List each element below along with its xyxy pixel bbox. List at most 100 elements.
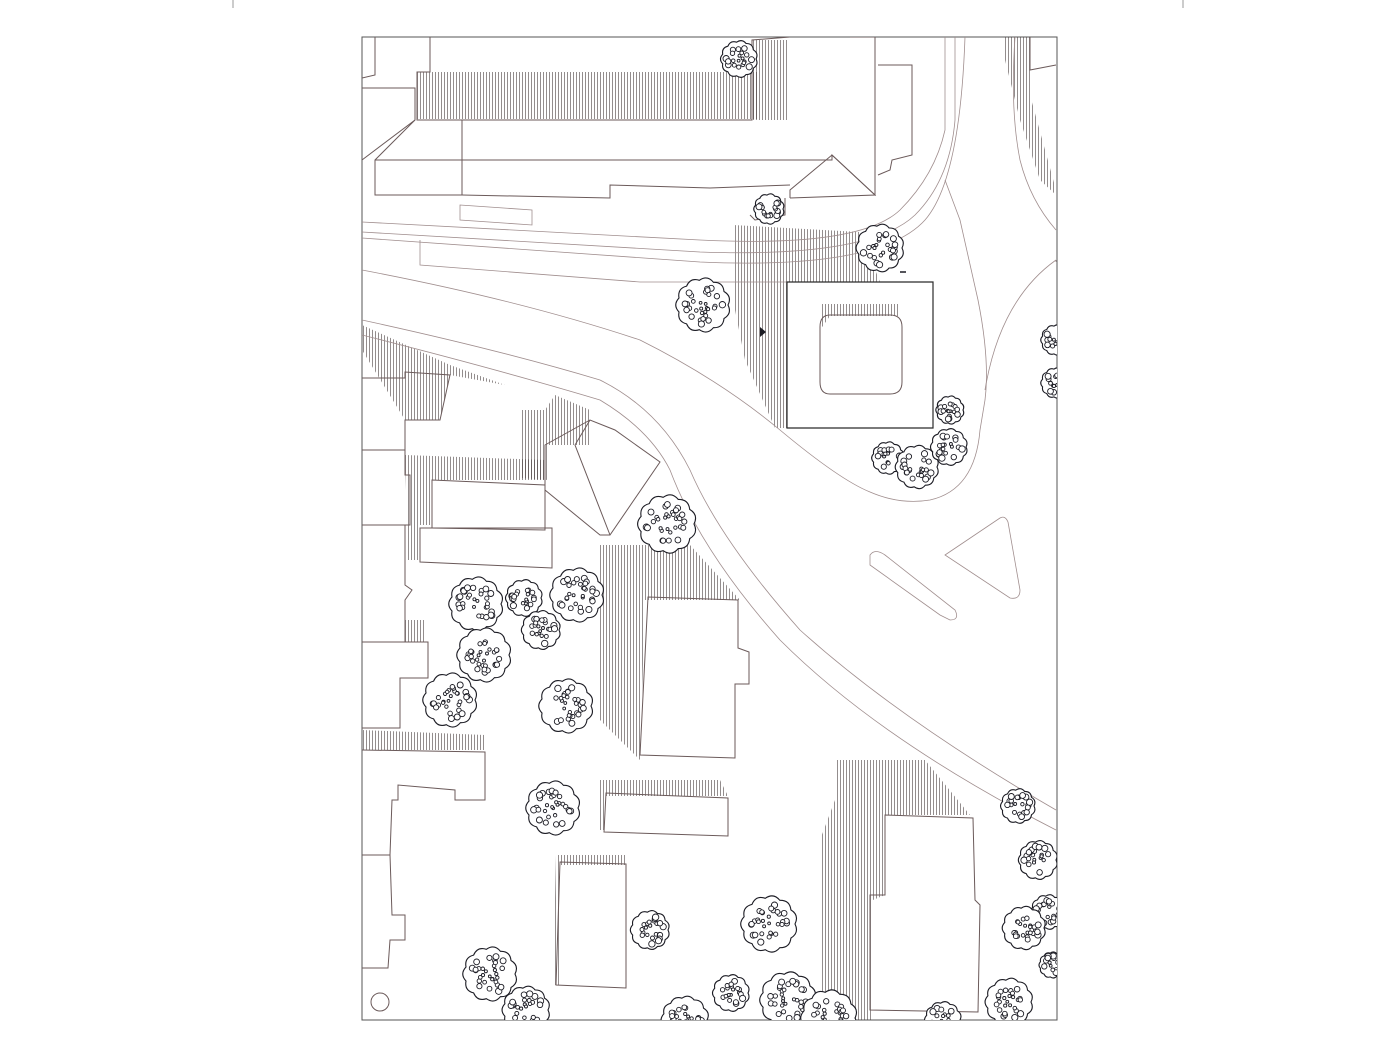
tree-leaf-mark: [1062, 382, 1067, 387]
tree-leaf-mark: [679, 511, 686, 518]
tree-leaf-mark: [1044, 954, 1052, 962]
tree-leaf-mark: [463, 693, 470, 701]
tree-leaf-mark: [541, 626, 545, 630]
tree-leaf-mark: [469, 584, 477, 592]
tree-leaf-mark: [580, 704, 587, 712]
tree-leaf-mark: [493, 647, 500, 653]
shadow-angled-building: [520, 395, 590, 480]
tree-leaf-mark: [686, 1014, 691, 1019]
tree-leaf-mark: [780, 909, 788, 917]
tree-symbol: [1040, 324, 1069, 356]
tree-leaf-mark: [539, 617, 545, 623]
tree-leaf-mark: [675, 1028, 680, 1033]
tree-leaf-mark: [785, 1014, 793, 1020]
tree-leaf-mark: [1061, 343, 1067, 349]
kiosk-building-outer: [786, 281, 934, 429]
tree-symbol: [1038, 951, 1057, 979]
tree-leaf-mark: [756, 919, 761, 925]
tree-leaf-mark: [492, 960, 498, 966]
tree-leaf-mark: [515, 1004, 520, 1010]
tree-leaf-mark: [1012, 1005, 1018, 1011]
building-southwest-1: [362, 749, 486, 856]
tree-leaf-mark: [922, 475, 930, 483]
tree-leaf-mark: [648, 940, 656, 948]
tree-leaf-mark: [1015, 919, 1021, 925]
tree-leaf-mark: [474, 657, 480, 662]
tree-leaf-mark: [554, 800, 559, 805]
tree-leaf-mark: [694, 308, 699, 313]
tree-leaf-mark: [828, 1019, 831, 1020]
tree-symbol: [422, 672, 478, 728]
tree-leaf-mark: [812, 1001, 820, 1009]
tree-symbol: [711, 974, 750, 1012]
tree-leaf-mark: [527, 601, 534, 608]
tree-leaf-mark: [958, 445, 966, 453]
tree-leaf-mark: [468, 648, 474, 655]
tree-leaf-mark: [487, 974, 492, 979]
shadow-northeast: [1003, 37, 1056, 195]
tree-leaf-mark: [781, 987, 787, 993]
tree-leaf-mark: [789, 977, 797, 985]
tree-leaf-mark: [937, 1025, 941, 1029]
tree-leaf-mark: [751, 931, 759, 939]
tree-leaf-mark: [1047, 336, 1053, 342]
tree-symbol: [637, 494, 697, 554]
tree-leaf-mark: [685, 289, 693, 297]
tree-leaf-mark: [654, 937, 663, 945]
tree-leaf-mark: [817, 1027, 822, 1032]
tree-leaf-mark: [866, 244, 872, 251]
tree-leaf-mark: [1035, 843, 1043, 851]
tree-leaf-mark: [495, 975, 500, 980]
tree-leaf-mark: [651, 913, 660, 921]
tree-leaf-mark: [658, 526, 663, 531]
tree-leaf-mark: [1043, 330, 1051, 338]
building-south-small: [603, 792, 729, 837]
tree-crown: [456, 627, 512, 683]
tree-leaf-mark: [727, 997, 733, 1003]
tree-leaf-mark: [1063, 335, 1069, 341]
tree-leaf-mark: [905, 453, 913, 460]
tree-leaf-mark: [481, 666, 488, 673]
traffic-island-triangle: [944, 516, 1021, 599]
tree-leaf-mark: [525, 592, 531, 597]
tree-leaf-mark: [931, 1025, 937, 1031]
tree-leaf-mark: [713, 293, 721, 300]
tree-leaf-mark: [487, 647, 492, 652]
tree-symbol: [1040, 367, 1067, 399]
tree-leaf-mark: [472, 966, 479, 973]
tree-leaf-mark: [681, 518, 688, 525]
tree-leaf-mark: [457, 699, 463, 705]
tree-leaf-mark: [680, 524, 687, 531]
tree-leaf-mark: [827, 1033, 833, 1039]
trees: [422, 40, 1069, 1039]
tree-symbol: [923, 1001, 962, 1031]
tree-leaf-mark: [1008, 1003, 1013, 1008]
tree-leaf-mark: [522, 1015, 527, 1020]
tree-leaf-mark: [453, 713, 461, 721]
shadow-west-small: [405, 620, 425, 642]
tree-symbol: [800, 989, 858, 1039]
tree-leaf-mark: [492, 968, 497, 973]
tree-leaf-mark: [536, 1001, 544, 1009]
tree-symbol: [740, 895, 798, 953]
tree-leaf-mark: [779, 921, 785, 928]
tree-leaf-mark: [706, 307, 711, 312]
tree-leaf-mark: [705, 317, 712, 324]
tree-leaf-mark: [731, 987, 736, 992]
tree-leaf-mark: [838, 1018, 844, 1020]
tree-leaf-mark: [486, 985, 493, 992]
tree-leaf-mark: [668, 530, 673, 535]
tree-leaf-mark: [1048, 963, 1053, 968]
tree-leaf-mark: [519, 1006, 524, 1011]
tree-leaf-mark: [535, 791, 544, 799]
tree-leaf-mark: [1061, 341, 1066, 346]
tree-leaf-mark: [933, 1022, 937, 1026]
tree-symbol: [894, 444, 939, 490]
tree-leaf-mark: [920, 450, 929, 458]
tree-leaf-mark: [699, 310, 705, 316]
tree-leaf-mark: [497, 983, 505, 991]
building-north-main-roof: [417, 37, 791, 121]
tree-leaf-mark: [885, 242, 890, 248]
tree-leaf-mark: [729, 50, 736, 56]
tree-leaf-mark: [639, 927, 645, 932]
